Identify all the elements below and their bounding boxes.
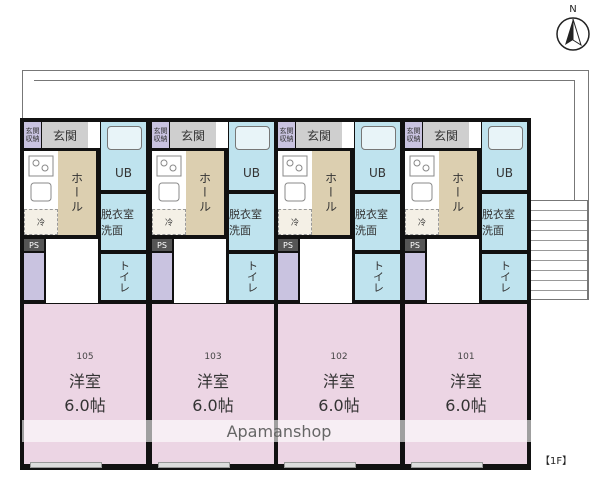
- dressing-washroom: 脱衣室 洗面: [355, 194, 400, 250]
- corridor-outline-top: [22, 70, 588, 71]
- unit-number: 102: [330, 352, 348, 362]
- hall: ホール: [439, 151, 477, 235]
- unit-bath: UB: [229, 122, 274, 190]
- north-arrow-icon: [556, 17, 590, 51]
- dressing-washroom: 脱衣室 洗面: [482, 194, 527, 250]
- fridge-space: 冷: [278, 209, 312, 235]
- window: [284, 462, 356, 468]
- bathtub-icon: [488, 126, 523, 150]
- entrance-door: [469, 122, 481, 148]
- window: [30, 462, 102, 468]
- window: [411, 462, 483, 468]
- entrance-door: [216, 122, 228, 148]
- stove-icon: [282, 155, 308, 202]
- kitchen: [24, 151, 58, 209]
- entrance: 玄関: [170, 122, 216, 148]
- closet: [152, 253, 172, 300]
- kitchen: [405, 151, 439, 209]
- ub-label: UB: [114, 166, 132, 180]
- fridge-space: 冷: [405, 209, 439, 235]
- toilet: トイレ: [482, 254, 527, 300]
- fridge-space: 冷: [24, 209, 58, 235]
- unit-number: 105: [76, 352, 94, 362]
- closet: [405, 253, 425, 300]
- unit-number: 101: [457, 352, 475, 362]
- unit-101: 玄関 収納 玄関 ホール 冷 UB 脱衣室 洗面 トイレ PS 101 洋室 6…: [401, 118, 531, 470]
- dressing-washroom: 脱衣室 洗面: [101, 194, 146, 250]
- toilet: トイレ: [101, 254, 146, 300]
- entrance: 玄関: [423, 122, 469, 148]
- stove-icon: [28, 155, 54, 202]
- ub-label: UB: [242, 166, 260, 180]
- unit-102: 玄関 収納 玄関 ホール 冷 UB 脱衣室 洗面 トイレ PS 102 洋室 6…: [274, 118, 404, 470]
- entrance-storage: 玄関 収納: [405, 122, 422, 148]
- entrance-door: [88, 122, 100, 148]
- bathtub-icon: [361, 126, 396, 150]
- room-type: 洋室: [449, 372, 482, 391]
- pipe-space: PS: [405, 239, 425, 251]
- unit-103: 玄関 収納 玄関 ホール 冷 UB 脱衣室 洗面 トイレ PS 103 洋室 6…: [148, 118, 278, 470]
- hall: ホール: [58, 151, 96, 235]
- corridor: [46, 239, 98, 303]
- entrance-storage: 玄関 収納: [24, 122, 41, 148]
- unit-bath: UB: [355, 122, 400, 190]
- room-size: 6.0帖: [192, 396, 234, 415]
- stove-icon: [409, 155, 435, 202]
- unit-number: 103: [204, 352, 222, 362]
- floor-label: 【1F】: [540, 456, 573, 467]
- window: [158, 462, 230, 468]
- kitchen: [152, 151, 186, 209]
- hall: ホール: [186, 151, 224, 235]
- entrance-storage: 玄関 収納: [278, 122, 295, 148]
- compass-north-label: N: [569, 4, 577, 15]
- dressing-washroom: 脱衣室 洗面: [229, 194, 274, 250]
- corridor: [174, 239, 226, 303]
- ub-label: UB: [495, 166, 513, 180]
- kitchen: [278, 151, 312, 209]
- closet: [24, 253, 44, 300]
- room-type: 洋室: [196, 372, 229, 391]
- unit-bath: UB: [101, 122, 146, 190]
- unit-105: 玄関 収納 玄関 ホール 冷 UB 脱衣室 洗面 トイレ PS 105 洋室 6…: [20, 118, 150, 470]
- watermark: Apamanshop: [22, 420, 536, 442]
- corridor-outline-right: [588, 70, 589, 300]
- pipe-space: PS: [24, 239, 44, 251]
- bathtub-icon: [107, 126, 142, 150]
- stairs: [530, 200, 588, 300]
- corridor: [300, 239, 352, 303]
- closet: [278, 253, 298, 300]
- room-size: 6.0帖: [445, 396, 487, 415]
- corridor-outline-left: [22, 70, 23, 118]
- corridor-inner-line: [34, 80, 574, 81]
- stove-icon: [156, 155, 182, 202]
- corridor: [427, 239, 479, 303]
- hall: ホール: [312, 151, 350, 235]
- fridge-space: 冷: [152, 209, 186, 235]
- pipe-space: PS: [152, 239, 172, 251]
- corridor-inner-right: [574, 80, 575, 200]
- ub-label: UB: [368, 166, 386, 180]
- entrance: 玄関: [296, 122, 342, 148]
- room-size: 6.0帖: [64, 396, 106, 415]
- entrance-storage: 玄関 収納: [152, 122, 169, 148]
- pipe-space: PS: [278, 239, 298, 251]
- room-size: 6.0帖: [318, 396, 360, 415]
- unit-bath: UB: [482, 122, 527, 190]
- toilet: トイレ: [229, 254, 274, 300]
- entrance-door: [342, 122, 354, 148]
- room-type: 洋室: [322, 372, 355, 391]
- room-type: 洋室: [68, 372, 101, 391]
- bathtub-icon: [235, 126, 270, 150]
- entrance: 玄関: [42, 122, 88, 148]
- toilet: トイレ: [355, 254, 400, 300]
- compass: N: [554, 4, 592, 56]
